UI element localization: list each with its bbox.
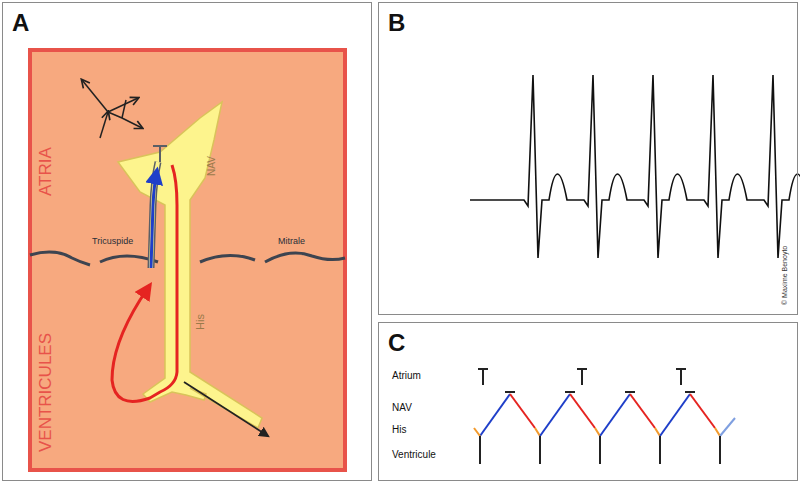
ladder-stroke <box>690 394 715 428</box>
ladder-stroke <box>599 436 601 464</box>
ladder-stroke <box>719 436 721 464</box>
region-label: VENTRICULES <box>37 333 56 452</box>
row-label: NAV <box>392 402 412 413</box>
ladder-stroke <box>474 428 480 436</box>
ladder-diagram <box>474 369 735 464</box>
ladder-stroke <box>676 368 686 370</box>
ladder-stroke <box>600 394 630 436</box>
ladder-stroke <box>680 369 682 385</box>
region-label: ATRIA <box>37 147 56 196</box>
panel-letter: C <box>388 329 405 357</box>
row-label: Ventricule <box>392 449 436 460</box>
figure-panel: A <box>2 2 372 481</box>
slow-pathway <box>151 162 158 268</box>
panel-letter: A <box>12 9 29 37</box>
atrial-activation <box>82 80 142 138</box>
ladder-stroke <box>660 394 690 436</box>
valve-label: Mitrale <box>278 237 305 247</box>
slow-pathway-core <box>151 162 158 268</box>
ladder-stroke <box>535 428 540 436</box>
ladder-stroke <box>581 369 583 385</box>
ladder-stroke <box>505 391 515 393</box>
ladder-stroke <box>715 428 720 436</box>
row-label: Atrium <box>392 370 421 381</box>
ladder-stroke <box>685 391 695 393</box>
ladder-stroke <box>570 394 595 428</box>
ladder-stroke <box>720 418 735 436</box>
ladder-stroke <box>655 428 660 436</box>
ladder-stroke <box>625 391 635 393</box>
heart-region <box>30 50 345 470</box>
ladder-stroke <box>565 391 575 393</box>
structure-label: NAV <box>206 156 217 176</box>
reentry-blue <box>151 170 157 268</box>
panel-letter: B <box>388 9 405 37</box>
ladder-stroke <box>577 368 587 370</box>
ladder-stroke <box>480 394 510 436</box>
ladder-stroke <box>540 394 570 436</box>
block-bar <box>153 146 167 162</box>
figure-panel: B <box>378 2 798 315</box>
row-label: His <box>392 424 406 435</box>
av-node-his <box>118 102 262 428</box>
ladder-stroke <box>630 394 655 428</box>
ladder-stroke <box>478 368 488 370</box>
structure-label: His <box>194 314 206 330</box>
ladder-stroke <box>479 436 481 464</box>
conduction-arrow <box>184 382 268 436</box>
ladder-stroke <box>482 369 484 385</box>
ladder-stroke <box>510 394 535 428</box>
reentry-red <box>112 165 177 401</box>
ecg-trace <box>470 75 800 258</box>
figure-panel: C <box>378 322 798 481</box>
valve-label: Tricuspide <box>92 237 133 247</box>
watermark: © Maxime Benoyto <box>781 246 789 305</box>
ladder-stroke <box>659 436 661 464</box>
ladder-stroke <box>539 436 541 464</box>
ladder-stroke <box>595 428 600 436</box>
